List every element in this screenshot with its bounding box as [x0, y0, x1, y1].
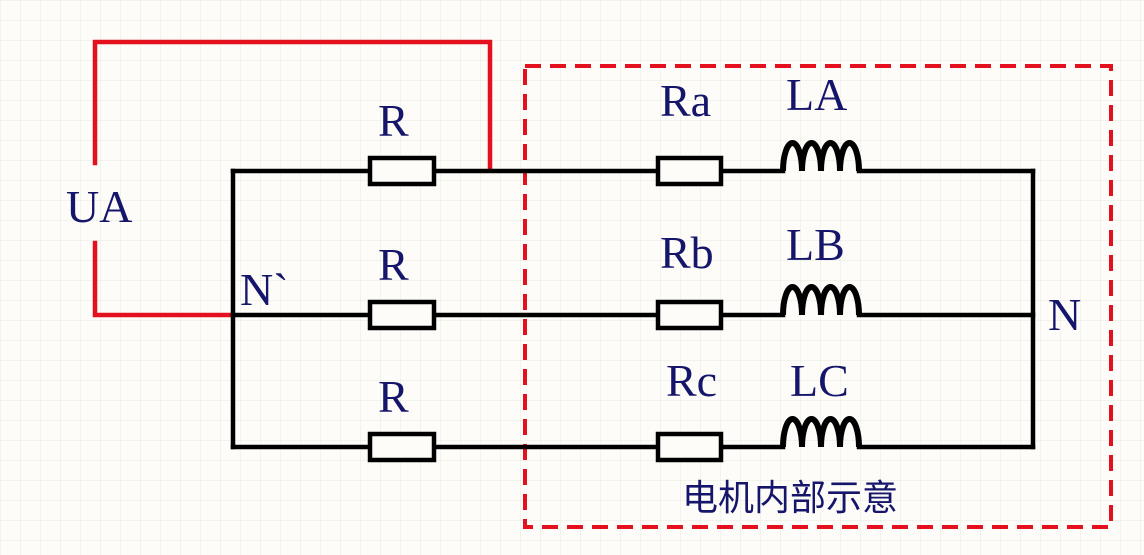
resistor-r-top-label: R	[378, 95, 409, 146]
source-label: UA	[66, 181, 132, 232]
inductor-la-label: LA	[786, 69, 847, 120]
resistor-r-middle	[367, 299, 437, 331]
motor-boundary-box	[523, 64, 1113, 529]
resistor-ra	[655, 155, 724, 187]
resistor-rb-label: Rb	[660, 227, 714, 278]
resistor-r-bottom	[367, 431, 437, 463]
inductor-la	[780, 140, 862, 172]
resistor-rb	[655, 299, 724, 331]
resistor-r-middle-label: R	[378, 239, 409, 290]
neutral-label: N	[1048, 289, 1081, 340]
inductor-lc-label: LC	[790, 355, 849, 406]
resistor-rc-label: Rc	[666, 355, 717, 406]
inductor-lc	[780, 416, 862, 448]
source-wire-top	[92, 39, 493, 173]
circuit-wiring	[230, 168, 1036, 450]
inductor-lb	[780, 284, 862, 316]
motor-interior-caption: 电机内部示意	[682, 478, 898, 519]
resistor-rc	[655, 431, 724, 463]
resistor-r-top	[367, 155, 437, 187]
source-wiring	[92, 39, 493, 318]
resistor-ra-label: Ra	[660, 75, 711, 126]
resistor-r-bottom-label: R	[378, 371, 409, 422]
inductor-lb-label: LB	[786, 219, 845, 270]
neutral-prime-label: N`	[240, 264, 289, 315]
source-wire-bottom	[92, 240, 236, 318]
